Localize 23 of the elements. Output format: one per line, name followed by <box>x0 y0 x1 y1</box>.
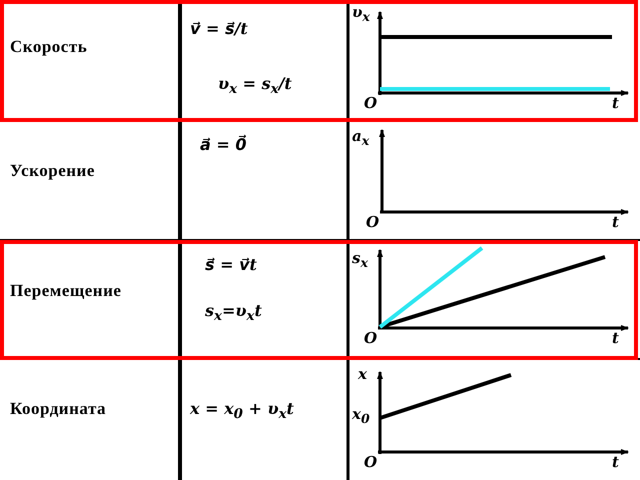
axis-label: x <box>358 366 367 382</box>
formula: v⃗ = s⃗/t <box>190 20 248 38</box>
axis-label: a$_{x}$ <box>352 128 370 148</box>
axis-label: O <box>364 454 378 470</box>
axis-label: t <box>612 454 619 470</box>
quantity-name: Перемещение <box>10 282 122 301</box>
quantity-name: Координата <box>10 400 106 419</box>
formula: s⃗ = v⃗t <box>205 256 257 274</box>
axis-label: t <box>612 330 619 346</box>
formula: x = x$_{0}$ + υ$_{x}$t <box>190 400 294 422</box>
axis-label: t <box>612 214 619 230</box>
axis-label: O <box>364 95 378 112</box>
quantity-name: Ускорение <box>10 162 95 181</box>
axis-label: O <box>364 330 378 346</box>
axis-label: x$_{0}$ <box>352 406 370 426</box>
axis-label: s$_{x}$ <box>352 250 368 270</box>
formula: υ$_{x}$ = s$_{x}$/t <box>218 75 292 97</box>
axis-label: t <box>612 95 619 112</box>
quantity-name: Скорость <box>10 38 88 57</box>
axis-label: υ$_{x}$ <box>352 4 370 24</box>
formula: s$_{x}$=υ$_{x}$t <box>205 302 262 324</box>
formula: a⃗ = 0⃗ <box>200 136 246 154</box>
axis-label: O <box>366 214 380 230</box>
